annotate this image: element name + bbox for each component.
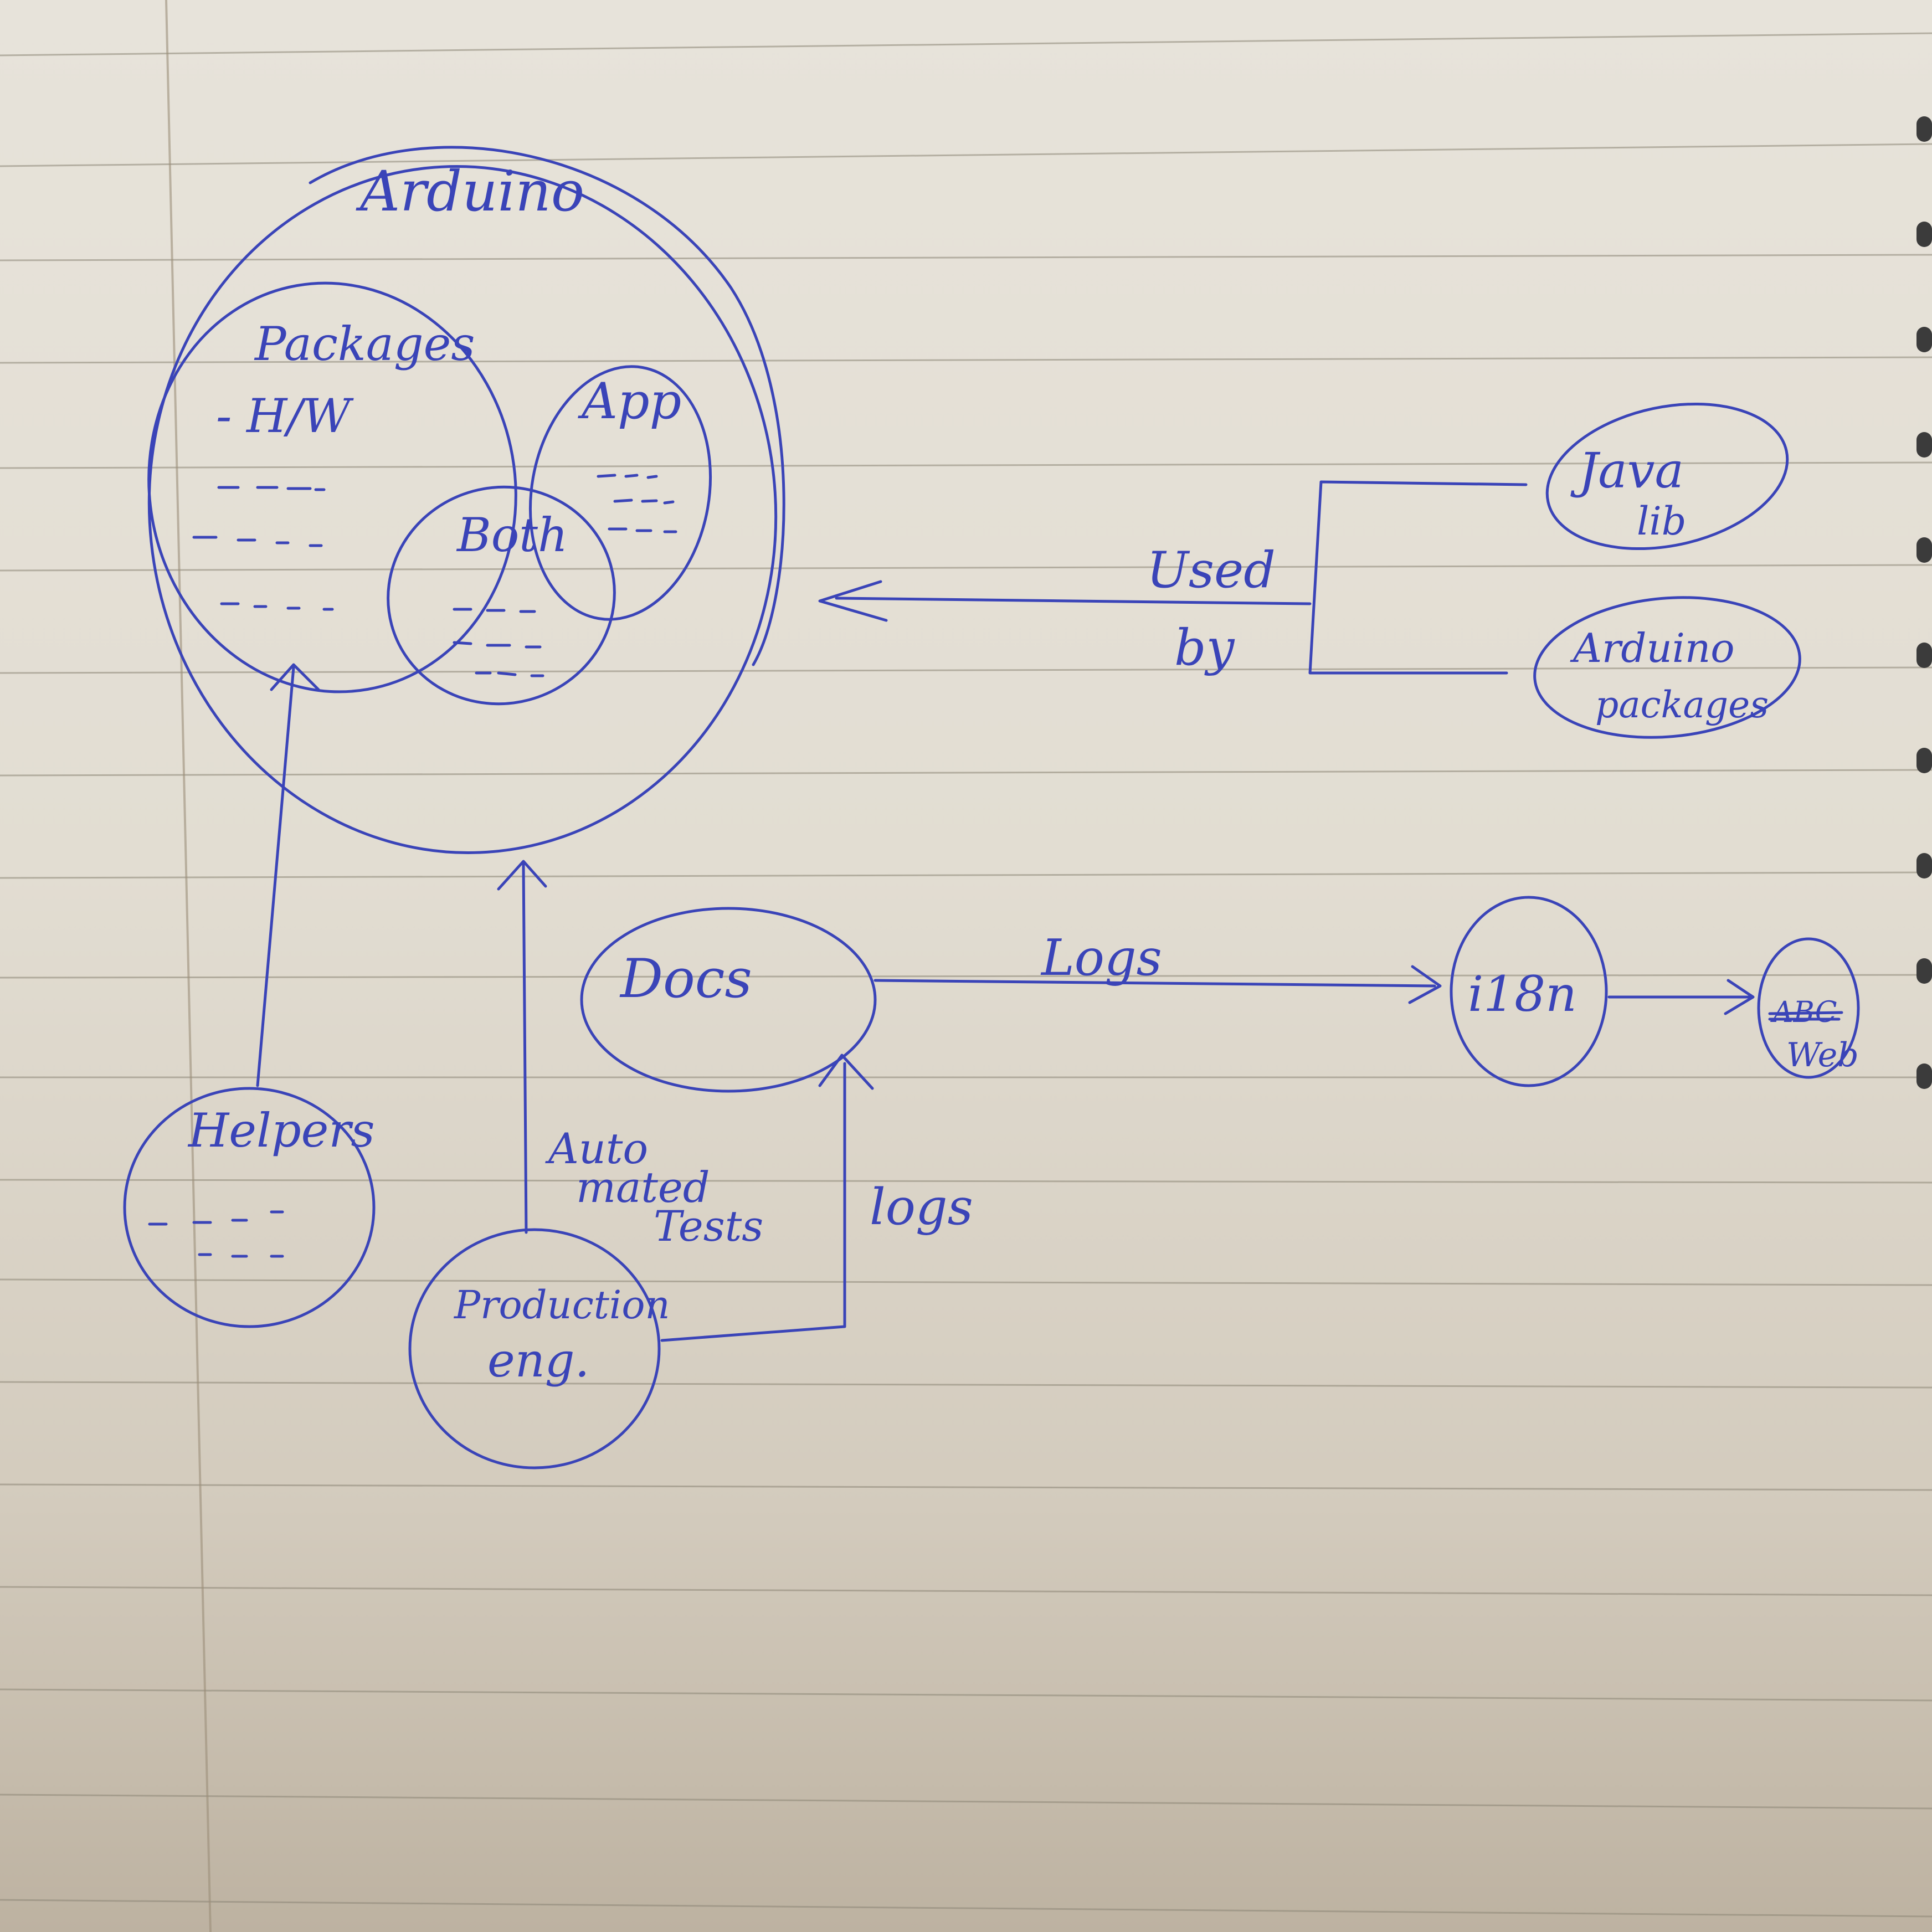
web-label: Web [1786, 1036, 1859, 1075]
arduino-packages-label-1: Arduino [1570, 625, 1735, 671]
node-arduino-packages: Arduino packages [1533, 596, 1801, 739]
arduino-packages-label-2: packages [1595, 684, 1769, 726]
app-placeholder-lines [597, 474, 677, 533]
edge-prod-docs-logs: logs [660, 1054, 973, 1342]
packages-placeholder-lines [192, 486, 334, 611]
logs-label-top: Logs [1040, 929, 1162, 987]
helpers-placeholder-lines [148, 1210, 284, 1258]
packages-hw-label: - H/W [216, 389, 354, 443]
both-label: Both [456, 508, 568, 562]
spiral-binding [1916, 116, 1932, 1089]
automated-tests-label-2: mated [576, 1163, 710, 1212]
java-lib-label-2: lib [1637, 499, 1687, 544]
node-production-eng: Production eng. [408, 1228, 670, 1469]
arduino-label: Arduino [356, 159, 584, 224]
both-placeholder-lines [453, 608, 544, 677]
ruled-lines [0, 32, 1932, 1918]
logs-label-side: logs [870, 1178, 973, 1236]
node-java-lib: Java lib [1545, 402, 1789, 551]
node-docs: Docs [580, 907, 877, 1093]
automated-tests-label-1: Auto [545, 1124, 648, 1173]
edge-helpers-packages [256, 663, 320, 1087]
java-lib-label-1: Java [1570, 442, 1684, 499]
docs-label: Docs [619, 948, 752, 1010]
i18n-label: i18n [1468, 965, 1577, 1022]
margin-line [165, 0, 212, 1932]
used-by-label-1: Used [1147, 541, 1276, 599]
edge-i18n-web [1607, 979, 1755, 1015]
helpers-label: Helpers [187, 1103, 375, 1158]
node-packages: Packages - H/W [147, 281, 517, 693]
edge-docs-i18n: Logs [873, 929, 1442, 1004]
packages-label: Packages [254, 317, 475, 371]
app-label: App [578, 372, 681, 430]
node-both: Both [387, 485, 616, 706]
production-label-2: eng. [487, 1333, 589, 1388]
edge-used-by: Used by [818, 480, 1528, 677]
production-label-1: Production [453, 1282, 670, 1328]
node-app: App [528, 365, 712, 621]
node-web: ABC Web [1757, 937, 1860, 1079]
automated-tests-label-3: Tests [654, 1201, 763, 1251]
node-helpers: Helpers [123, 1087, 376, 1328]
edge-automated-tests: Auto mated Tests [497, 860, 763, 1251]
used-by-label-2: by [1174, 619, 1235, 677]
node-i18n: i18n [1450, 896, 1608, 1087]
node-arduino: Arduino [147, 146, 785, 854]
